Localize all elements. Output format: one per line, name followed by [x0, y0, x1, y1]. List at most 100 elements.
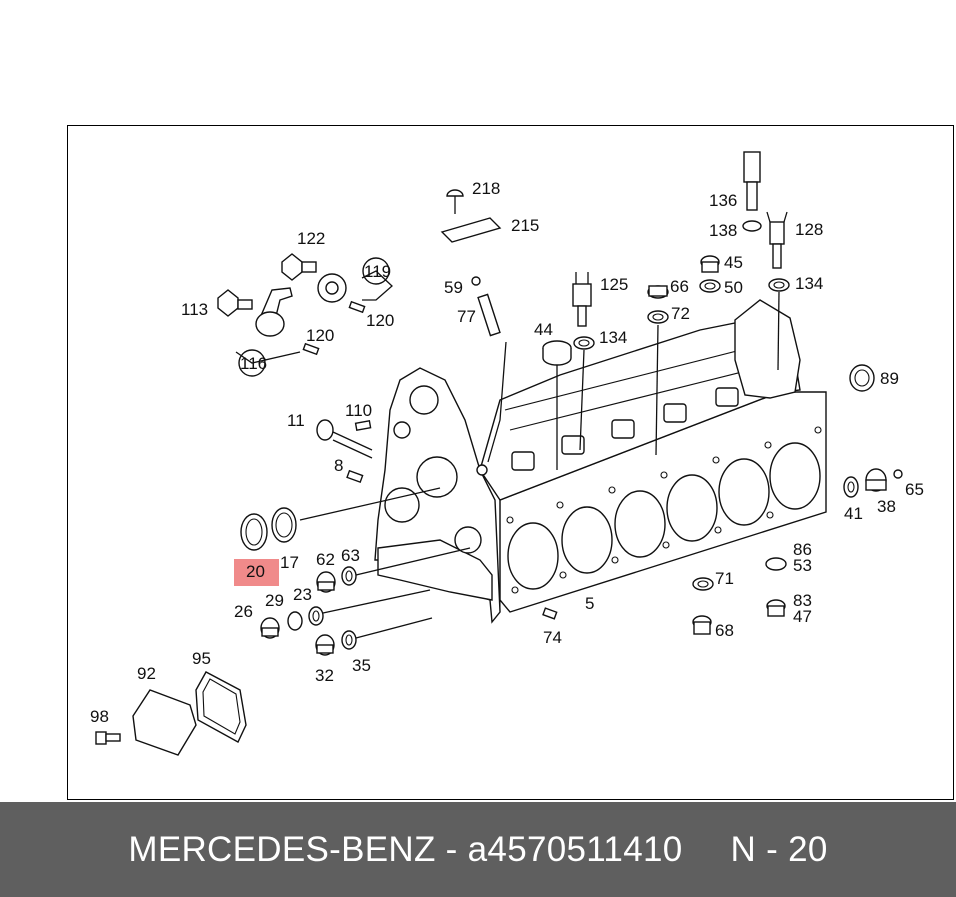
callout-41: 41 [844, 504, 863, 523]
callout-23: 23 [293, 585, 312, 604]
footer-reference: N - 20 [730, 829, 828, 869]
part-29-ring [287, 611, 303, 631]
callout-66: 66 [670, 277, 689, 296]
callout-218: 218 [472, 179, 500, 198]
callout-116: 116 [240, 354, 267, 373]
callout-26: 26 [234, 602, 253, 621]
part-98-bolt [95, 731, 121, 745]
part-138-washer [742, 220, 762, 232]
part-72-ring [647, 310, 669, 324]
callout-215: 215 [511, 216, 539, 235]
callout-labels: 218 215 136 138 128 122 119 120 120 113 … [90, 179, 924, 726]
engine-block [374, 299, 827, 624]
part-128-sensor [766, 211, 788, 269]
callout-119: 119 [364, 262, 391, 281]
callout-134-b: 134 [599, 328, 627, 347]
callout-29: 29 [265, 591, 284, 610]
callout-120-a: 120 [366, 311, 394, 330]
part-86-ring [765, 557, 787, 571]
part-68-plug [692, 615, 712, 635]
callout-136: 136 [709, 191, 737, 210]
footer-bar: MERCEDES-BENZ - a4570511410 N - 20 [0, 802, 956, 897]
callout-125: 125 [600, 275, 628, 294]
callout-35: 35 [352, 656, 371, 675]
part-45-plug [700, 255, 720, 273]
part-32-plug [315, 634, 335, 656]
callout-89: 89 [880, 369, 899, 388]
part-62-plug [316, 571, 336, 593]
part-65-ball [893, 469, 903, 479]
callout-113: 113 [181, 300, 208, 319]
callout-65: 65 [905, 480, 924, 499]
callout-92: 92 [137, 664, 156, 683]
part-71-ring [692, 577, 714, 591]
callout-59: 59 [444, 278, 463, 297]
callout-17: 17 [280, 553, 299, 572]
callout-110: 110 [345, 401, 372, 420]
part-120-pin-b [302, 342, 320, 356]
part-77-sleeve [477, 293, 501, 337]
callout-53: 53 [793, 556, 812, 575]
footer-brand: MERCEDES-BENZ [128, 829, 436, 869]
callout-44: 44 [534, 320, 553, 339]
callout-63: 63 [341, 546, 360, 565]
callout-32: 32 [315, 666, 334, 685]
callout-50: 50 [724, 278, 743, 297]
part-125-sensor [572, 272, 592, 327]
highlight-part-20 [234, 559, 279, 586]
callout-74: 74 [543, 628, 562, 647]
callout-20: 20 [246, 562, 265, 581]
callout-62: 62 [316, 550, 335, 569]
callout-77: 77 [457, 307, 476, 326]
part-38-plug [865, 468, 887, 492]
part-66-plug [647, 285, 669, 299]
footer-part-number: a4570511410 [467, 829, 683, 869]
part-23-plug [308, 606, 324, 626]
part-89-ring [849, 364, 875, 392]
callout-95: 95 [192, 649, 211, 668]
part-116-bracket [238, 287, 293, 377]
part-136-sensor [743, 151, 761, 211]
callout-45: 45 [724, 253, 743, 272]
callout-128: 128 [795, 220, 823, 239]
part-8-pin [346, 469, 364, 484]
callout-98: 98 [90, 707, 109, 726]
callout-5: 5 [585, 594, 594, 613]
part-20-bearing [240, 513, 268, 551]
part-113-bolt [217, 289, 253, 317]
part-11-bolt [316, 419, 373, 459]
callout-71: 71 [715, 569, 734, 588]
callout-122: 122 [297, 229, 325, 248]
callout-86: 86 [793, 540, 812, 559]
part-92-cover [132, 689, 197, 756]
callout-8: 8 [334, 456, 343, 475]
callout-72: 72 [671, 304, 690, 323]
part-17-seal [271, 507, 297, 543]
callout-38: 38 [877, 497, 896, 516]
callout-11: 11 [287, 411, 305, 430]
part-215-plate [440, 217, 502, 243]
part-122-banjo-bolt [281, 253, 317, 281]
part-26-plug [260, 617, 280, 639]
callout-47: 47 [793, 607, 812, 626]
part-120-pin-a [348, 300, 366, 314]
part-63-ring [341, 566, 357, 586]
part-95-gasket [195, 671, 247, 743]
callout-134-a: 134 [795, 274, 823, 293]
callout-138: 138 [709, 221, 737, 240]
part-218-rivet [446, 189, 464, 214]
part-35-ring [341, 630, 357, 650]
part-134-ring-a [768, 278, 790, 292]
callout-83: 83 [793, 591, 812, 610]
part-74-pin [542, 607, 558, 620]
part-50-ring [699, 279, 721, 293]
part-134-ring-b [573, 336, 595, 350]
part-83-plug [766, 599, 786, 617]
part-110-pin [354, 420, 372, 431]
part-41-ring [843, 476, 859, 498]
part-59-ball [471, 276, 481, 286]
callout-68: 68 [715, 621, 734, 640]
part-44-cup [542, 340, 572, 366]
callout-120-b: 120 [306, 326, 334, 345]
